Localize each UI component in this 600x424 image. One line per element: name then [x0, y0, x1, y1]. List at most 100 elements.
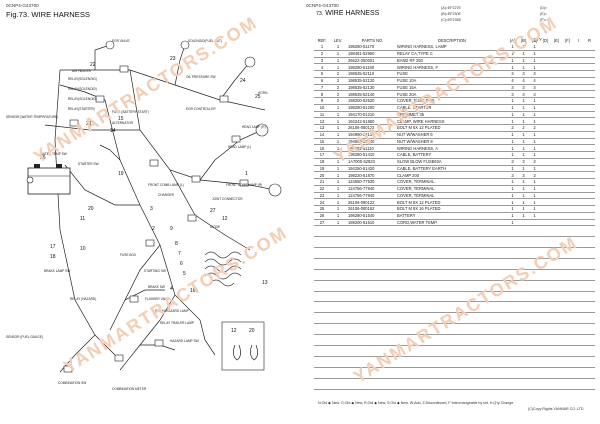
cell-empty: [584, 104, 595, 112]
cell-empty: [562, 90, 573, 98]
cell-empty: [584, 236, 595, 249]
cell-empty: [584, 70, 595, 78]
cell-empty: [584, 84, 595, 92]
cell-empty: [562, 334, 573, 347]
cell-empty: [346, 247, 397, 259]
cell-lev: 1: [330, 111, 346, 119]
cell-empty: [584, 124, 595, 132]
cell-empty: [584, 312, 595, 325]
header-col-b: (B): [520, 37, 527, 43]
cell-empty: [584, 212, 595, 220]
cell-c: 1: [529, 205, 540, 213]
callout-3: 3: [150, 206, 153, 212]
cell-empty: [573, 63, 584, 71]
cell-empty: [551, 258, 562, 270]
cell-b: 1: [518, 205, 529, 213]
cell-empty: [562, 124, 573, 132]
cell-desc: WIRING HARNESS, A: [397, 144, 507, 152]
table-row-blank: [314, 312, 595, 325]
legend: N:Old ◆ New, O:Old ◆ New, R:Old ◆ New, S…: [318, 401, 514, 405]
cell-desc: BOLT M 8X 12 PLATED: [397, 198, 507, 206]
cell-desc: FUSE 15A: [397, 84, 507, 92]
cell-empty: [540, 117, 551, 125]
cell-empty: [518, 334, 529, 347]
cell-empty: [584, 225, 595, 238]
cell-part: 198200-52520: [346, 97, 397, 105]
cell-lev: 1: [330, 212, 346, 220]
cell-empty: [584, 44, 595, 51]
cell-desc: WIRING HARNESS, LAMP: [397, 44, 507, 51]
cell-empty: [562, 258, 573, 270]
label-alternator: ALTERNATOR: [112, 121, 134, 125]
cell-empty: [540, 334, 551, 347]
header-lev: LEV.: [333, 37, 343, 43]
cell-b: 1: [518, 111, 529, 119]
cell-b: 3: [518, 70, 529, 78]
cell-empty: [573, 77, 584, 85]
callout-26: 26: [40, 155, 46, 161]
cell-part: 198280-51540: [346, 212, 397, 220]
cell-c: 3: [529, 171, 540, 179]
cell-empty: [584, 192, 595, 200]
header-ref: REF.: [317, 37, 327, 43]
cell-empty: [551, 323, 562, 336]
cell-part: 198535-52140: [346, 90, 397, 98]
cell-empty: [540, 50, 551, 58]
cell-empty: [346, 323, 397, 336]
cell-empty: [573, 219, 584, 227]
cell-empty: [562, 356, 573, 368]
cell-empty: [507, 291, 518, 303]
callout-1: 1: [245, 171, 248, 177]
cell-empty: [573, 90, 584, 98]
callout-21: 21: [86, 121, 92, 127]
cell-empty: [573, 291, 584, 303]
cell-ref: 5: [314, 70, 330, 78]
callout-8: 8: [175, 241, 178, 247]
callout-27: 27: [210, 208, 216, 214]
label-relay-solenoid-2: RELAY(SOLENOID): [68, 87, 97, 91]
cell-b: 1: [518, 131, 529, 139]
cell-ref: 16: [314, 144, 330, 152]
cell-empty: [529, 323, 540, 336]
figure-title: Fig.73. WIRE HARNESS: [6, 10, 90, 19]
cell-b: 1: [518, 198, 529, 206]
cell-empty: [540, 198, 551, 206]
label-egr-valve: EGR VALVE: [112, 39, 130, 43]
cell-empty: [397, 312, 507, 325]
cell-empty: [540, 84, 551, 92]
variant-b: (B)=EF230E: [441, 12, 461, 16]
cell-empty: [562, 111, 573, 119]
cell-b: 1: [518, 178, 529, 186]
cell-b: 3: [518, 158, 529, 166]
cell-part: 124756-77940: [346, 185, 397, 193]
cell-empty: [397, 378, 507, 390]
cell-part: 194250-51420: [346, 165, 397, 173]
cell-a: 1: [507, 185, 518, 193]
cell-desc: FUSE: [397, 70, 507, 78]
table-row-blank: [314, 367, 595, 379]
cell-empty: [562, 323, 573, 336]
cell-a: 1: [507, 131, 518, 139]
cell-lev: 1: [330, 171, 346, 179]
cell-empty: [551, 131, 562, 139]
cell-empty: [540, 225, 551, 238]
label-flasher-unit: FLASHER UNIT: [145, 297, 168, 301]
label-starting-sw: STARTING SW: [144, 269, 166, 273]
cell-empty: [584, 356, 595, 368]
cell-empty: [330, 258, 346, 270]
cell-empty: [573, 185, 584, 193]
cell-empty: [529, 225, 540, 238]
cell-empty: [551, 291, 562, 303]
cell-empty: [314, 367, 330, 379]
cell-empty: [573, 378, 584, 390]
callout-14: 14: [110, 128, 116, 134]
cell-empty: [551, 171, 562, 179]
cell-lev: 1: [330, 178, 346, 186]
cell-empty: [507, 247, 518, 259]
cell-empty: [540, 158, 551, 166]
